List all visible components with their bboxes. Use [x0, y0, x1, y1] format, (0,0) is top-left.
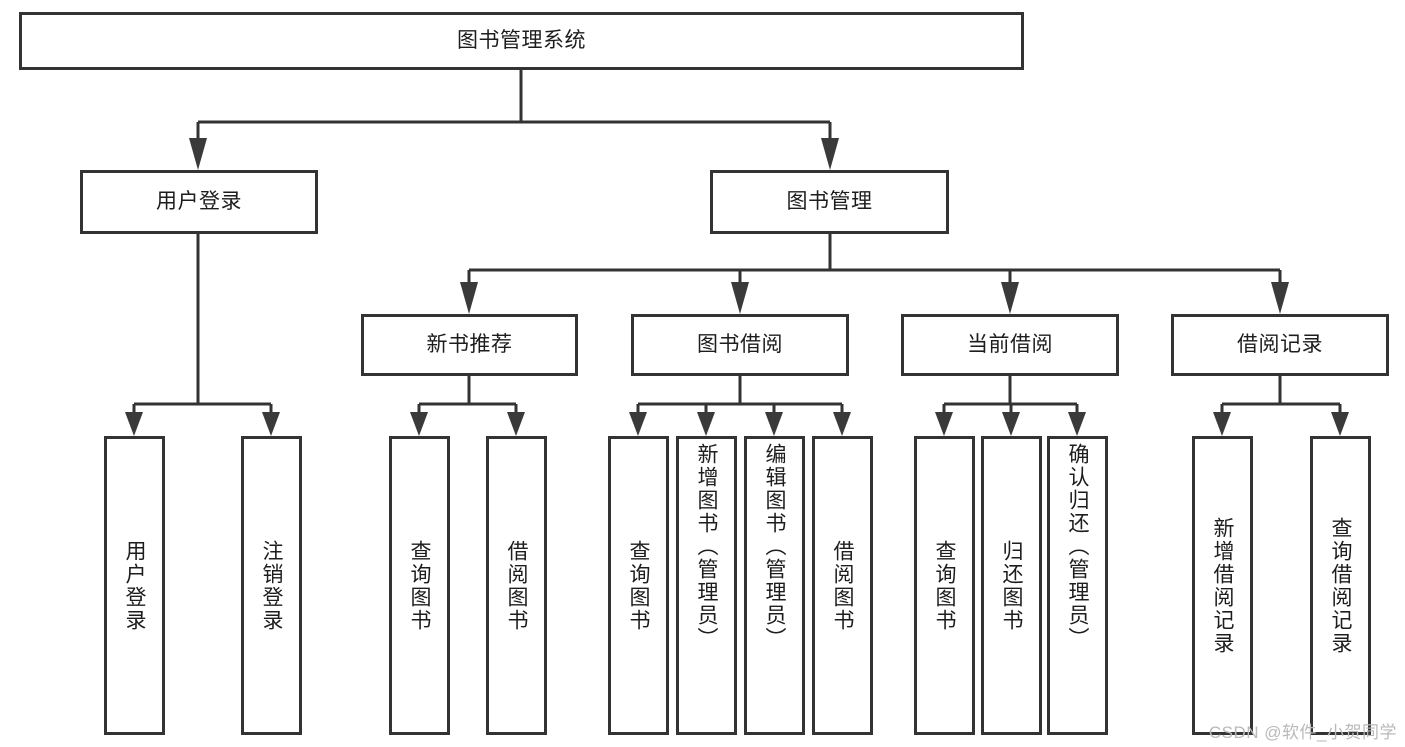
- node-new-book-recommend-box[interactable]: [361, 314, 578, 376]
- leaf-box-borrow-book-2[interactable]: [812, 436, 873, 735]
- node-book-borrow-box[interactable]: [631, 314, 849, 376]
- leaf-box-confirm-return[interactable]: [1047, 436, 1108, 735]
- arrow-head-leaf-user-login: [125, 412, 143, 436]
- arrow-head-leaf-query-book-2: [629, 412, 647, 436]
- arrow-head-leaf-return-book: [1002, 412, 1020, 436]
- leaf-box-edit-book[interactable]: [744, 436, 805, 735]
- leaf-box-query-book-1[interactable]: [389, 436, 450, 735]
- arrow-head-leaf-add-book: [697, 412, 715, 436]
- arrow-head-leaf-borrow-book-2: [833, 412, 851, 436]
- arrow-head-book-borrow: [731, 282, 749, 314]
- arrow-head-leaf-logout-login: [262, 412, 280, 436]
- arrow-head-leaf-confirm-return: [1068, 412, 1086, 436]
- leaf-box-user-login[interactable]: [104, 436, 165, 735]
- arrow-head-user-login: [189, 138, 207, 170]
- leaf-box-return-book[interactable]: [981, 436, 1042, 735]
- arrow-head-book-management: [821, 138, 839, 170]
- node-current-borrow-box[interactable]: [901, 314, 1119, 376]
- arrow-head-leaf-edit-book: [765, 412, 783, 436]
- leaf-box-borrow-book-1[interactable]: [486, 436, 547, 735]
- leaf-box-query-book-3[interactable]: [914, 436, 975, 735]
- arrow-head-leaf-query-book-1: [410, 412, 428, 436]
- arrow-head-borrow-record: [1271, 282, 1289, 314]
- node-root-box[interactable]: [19, 12, 1024, 70]
- node-book-management-box[interactable]: [710, 170, 949, 234]
- leaf-box-query-record[interactable]: [1310, 436, 1371, 735]
- arrow-head-leaf-add-record: [1213, 412, 1231, 436]
- arrow-head-leaf-query-record: [1331, 412, 1349, 436]
- node-user-login-box[interactable]: [80, 170, 318, 234]
- arrow-head-leaf-borrow-book-1: [507, 412, 525, 436]
- arrow-head-current-borrow: [1001, 282, 1019, 314]
- leaf-box-query-book-2[interactable]: [608, 436, 669, 735]
- arrow-head-new-book-recommend: [460, 282, 478, 314]
- leaf-box-add-book[interactable]: [676, 436, 737, 735]
- watermark-text: CSDN @软件_小贺同学: [1208, 723, 1397, 742]
- arrow-head-leaf-query-book-3: [935, 412, 953, 436]
- node-borrow-record-box[interactable]: [1171, 314, 1389, 376]
- leaf-box-logout-login[interactable]: [241, 436, 302, 735]
- leaf-box-add-record[interactable]: [1192, 436, 1253, 735]
